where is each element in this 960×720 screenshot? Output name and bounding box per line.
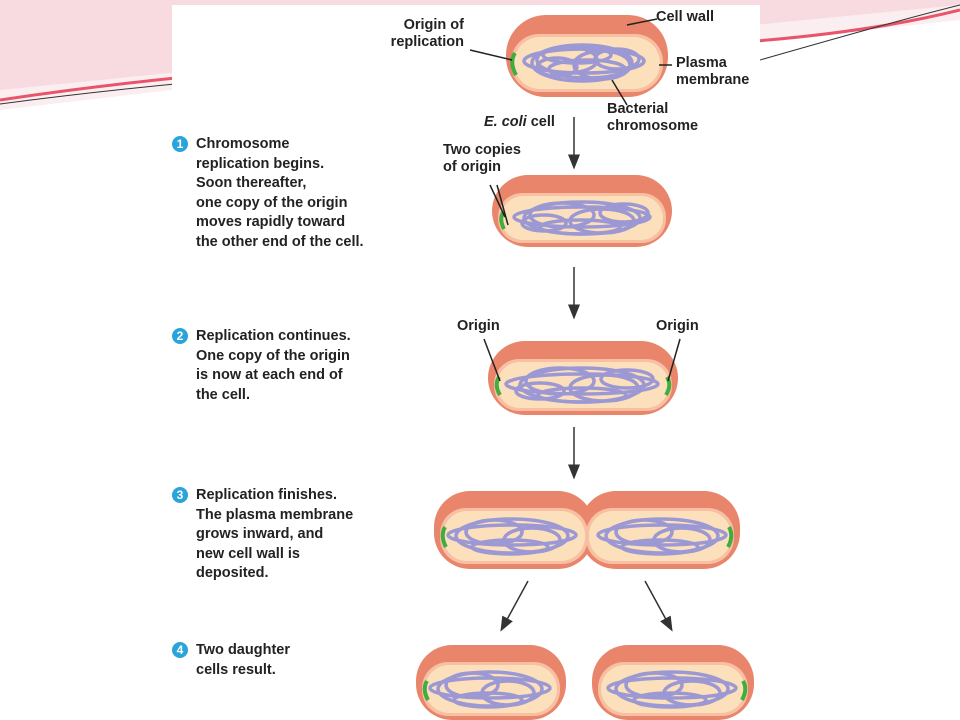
step-2-text: Replication continues. One copy of the o… bbox=[196, 328, 351, 403]
step-4-text: Two daughter cells result. bbox=[196, 642, 290, 678]
chromosome-1 bbox=[522, 43, 646, 83]
origin-marker-4-left bbox=[440, 526, 448, 548]
cell-step1 bbox=[492, 175, 672, 247]
label-plasma-membrane: Plasma membrane bbox=[676, 55, 750, 88]
origin-marker-2 bbox=[499, 211, 506, 230]
chromosome-5a bbox=[428, 670, 552, 709]
origin-marker-5-left bbox=[422, 679, 430, 701]
step-3: 3 Replication finishes. The plasma membr… bbox=[172, 486, 412, 596]
label-ecoli-rest: cell bbox=[526, 114, 555, 130]
label-origin-right: Origin bbox=[656, 318, 699, 334]
arrow-4-right bbox=[644, 580, 673, 632]
cell-ecoli bbox=[506, 15, 668, 97]
label-origin-of-replication: Origin of replication bbox=[390, 17, 464, 50]
origin-marker-1 bbox=[510, 51, 518, 76]
label-origin-left: Origin bbox=[457, 318, 500, 334]
chromosome-4b bbox=[596, 517, 728, 556]
cell-step2 bbox=[488, 341, 678, 415]
label-two-copies-of-origin: Two copies of origin bbox=[443, 142, 521, 175]
origin-marker-4-right bbox=[726, 526, 734, 548]
daughter-cell-right bbox=[592, 645, 754, 720]
step-2: 2 Replication continues. One copy of the… bbox=[172, 327, 412, 417]
step-1-text: Chromosome replication begins. Soon ther… bbox=[196, 136, 364, 250]
step-1-badge: 1 bbox=[172, 136, 188, 152]
step-2-badge: 2 bbox=[172, 328, 188, 344]
step-1: 1 Chromosome replication begins. Soon th… bbox=[172, 135, 412, 265]
daughter-cell-left bbox=[416, 645, 566, 720]
origin-marker-3-right bbox=[664, 375, 672, 397]
step-4: 4 Two daughter cells result. bbox=[172, 641, 412, 691]
chromosome-2 bbox=[512, 200, 652, 236]
chromosome-5b bbox=[606, 670, 738, 709]
step-3-text: Replication finishes. The plasma membran… bbox=[196, 487, 354, 581]
cell-step3-dividing bbox=[434, 491, 740, 569]
arrow-4-left bbox=[500, 580, 529, 632]
step-4-badge: 4 bbox=[172, 642, 188, 658]
label-ecoli-cell: E. coli cell bbox=[484, 97, 555, 131]
chromosome-3 bbox=[504, 366, 660, 404]
label-bacterial-chromosome: Bacterial chromosome bbox=[607, 101, 699, 134]
cell-division-figure: Origin of replication Cell wall Plasma m… bbox=[172, 5, 760, 720]
origin-marker-5-right bbox=[740, 679, 748, 701]
label-cell-wall: Cell wall bbox=[656, 9, 715, 25]
step-3-badge: 3 bbox=[172, 487, 188, 503]
diagram-drawing bbox=[416, 15, 754, 720]
chromosome-4a bbox=[446, 517, 578, 556]
label-ecoli-italic: E. coli bbox=[484, 114, 527, 130]
